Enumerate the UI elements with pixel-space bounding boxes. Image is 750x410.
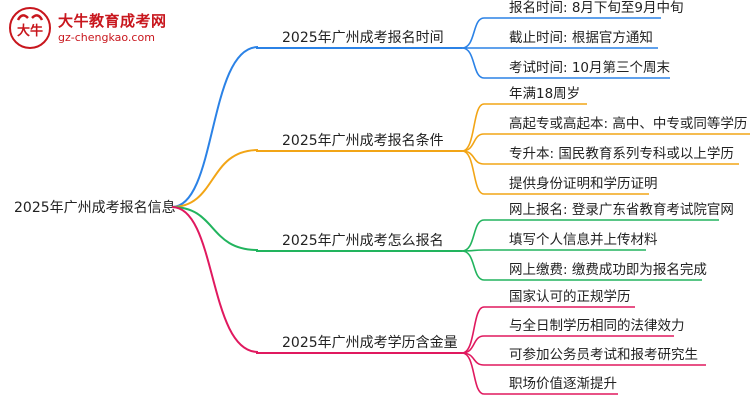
root-label: 2025年广州成考报名信息: [14, 199, 176, 216]
logo-title: 大牛教育成考网: [58, 12, 167, 30]
leaf-connector: [461, 306, 485, 354]
bull-logo-icon: 大牛: [9, 7, 51, 49]
leaf-connector: [461, 17, 485, 49]
branch-label: 2025年广州成考报名时间: [282, 30, 444, 46]
leaf-connector: [461, 150, 485, 165]
leaf-connector: [461, 133, 485, 152]
leaf-label: 高起专或高起本: 高中、中专或同等学历: [509, 115, 747, 132]
leaf-label: 截止时间: 根据官方通知: [509, 29, 653, 46]
leaf-connector: [461, 250, 485, 281]
site-logo: 大牛 大牛教育成考网 gz-chengkao.com: [8, 6, 188, 52]
leaf-connector: [461, 150, 485, 195]
leaf-connector: [461, 219, 485, 252]
leaf-connector: [461, 47, 485, 79]
leaf-connector: [461, 352, 485, 395]
leaf-label: 填写个人信息并上传材料: [509, 231, 658, 248]
leaf-label: 网上报名: 登录广东省教育考试院官网: [509, 202, 734, 218]
root-connector: [171, 206, 259, 251]
leaf-label: 与全日制学历相同的法律效力: [509, 317, 685, 334]
logo-mark-text: 大牛: [17, 23, 43, 39]
leaf-label: 网上缴费: 缴费成功即为报名完成: [509, 262, 707, 278]
leaf-label: 专升本: 国民教育系列专科或以上学历: [509, 146, 734, 162]
root-connector: [171, 46, 259, 208]
leaf-label: 职场价值逐渐提升: [509, 376, 617, 392]
leaf-label: 考试时间: 10月第三个周末: [509, 59, 671, 76]
leaf-connector: [461, 335, 485, 354]
leaf-label: 提供身份证明和学历证明: [509, 176, 658, 192]
root-connector: [171, 149, 259, 208]
leaf-label: 报名时间: 8月下旬至9月中旬: [509, 0, 684, 16]
leaf-label: 年满18周岁: [509, 86, 580, 102]
branch-label: 2025年广州成考怎么报名: [282, 233, 444, 249]
leaf-label: 国家认可的正规学历: [509, 288, 631, 305]
logo-url: gz-chengkao.com: [58, 31, 155, 44]
branch-label: 2025年广州成考学历含金量: [282, 335, 458, 351]
root-connector: [171, 206, 259, 353]
branch-label: 2025年广州成考报名条件: [282, 132, 444, 149]
leaf-connector: [461, 103, 485, 152]
leaf-label: 可参加公务员考试和报考研究生: [509, 346, 698, 363]
